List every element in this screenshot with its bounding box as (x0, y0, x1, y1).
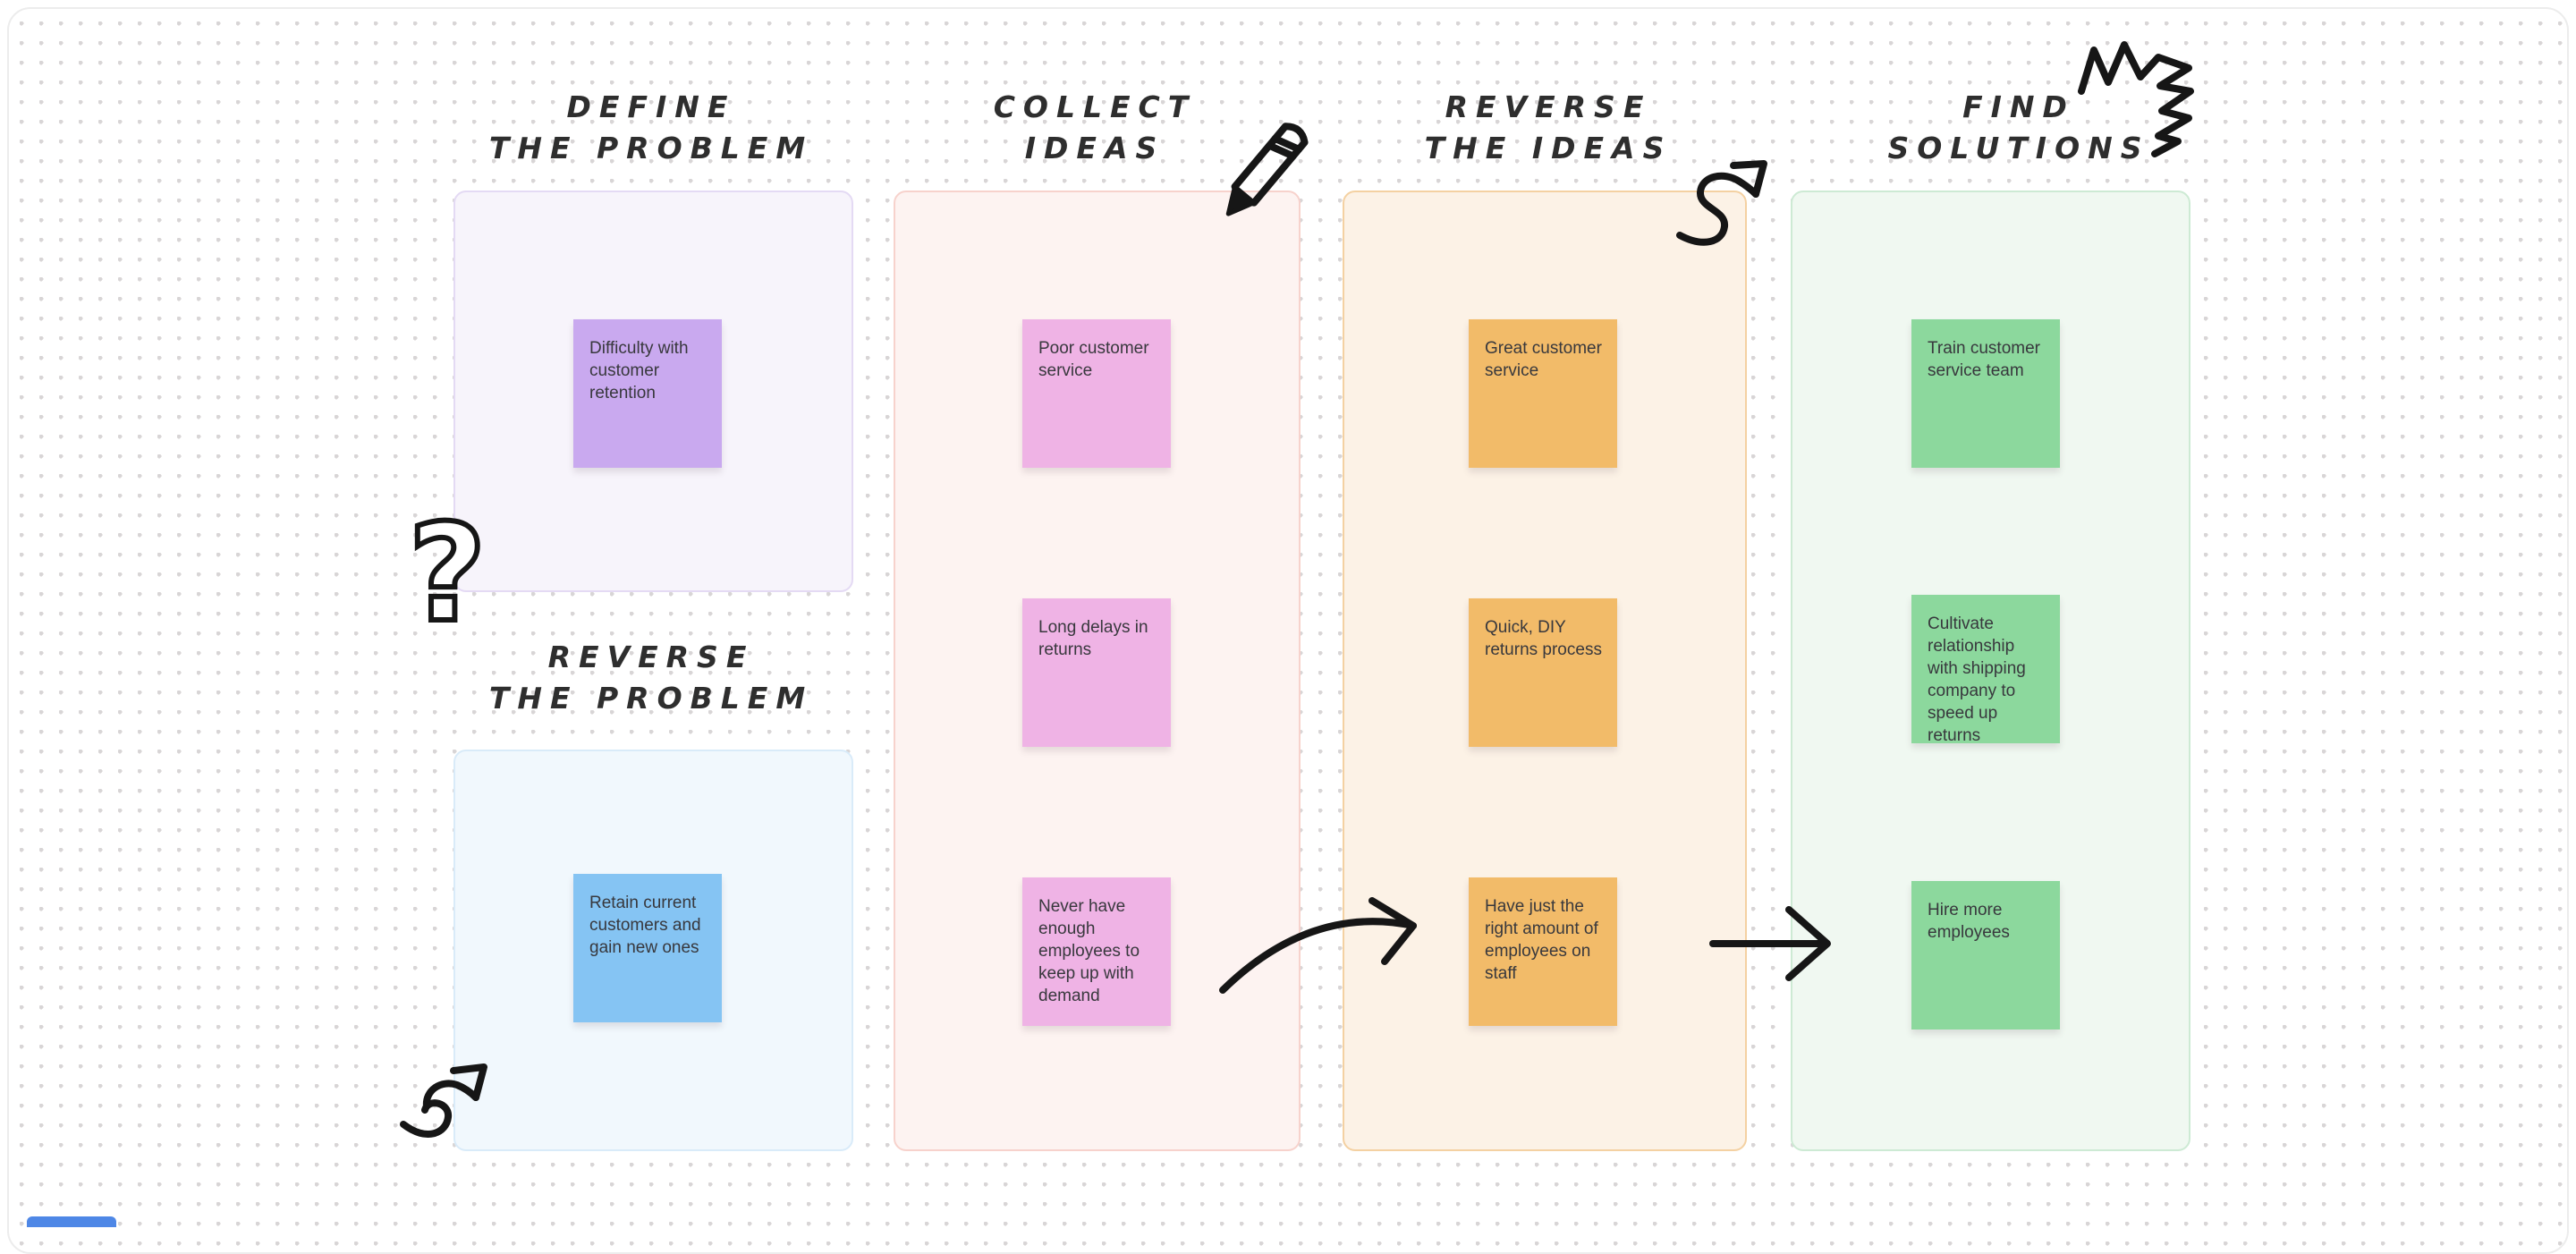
sticky-note-right-amount-staff[interactable]: Have just the right amount of employees … (1469, 877, 1617, 1026)
title-define-the-problem[interactable]: DEFINE THE PROBLEM (488, 89, 814, 165)
sticky-note-great-service[interactable]: Great customer service (1469, 319, 1617, 468)
title-reverse-the-problem[interactable]: REVERSE THE PROBLEM (488, 640, 814, 716)
wavy-arrow-doodle[interactable] (389, 1024, 505, 1140)
title-find-solutions[interactable]: FIND SOLUTIONS (1887, 89, 2150, 165)
sticky-note-cultivate-shipping[interactable]: Cultivate relationship with shipping com… (1911, 595, 2060, 745)
sticky-note-train-team[interactable]: Train customer service team (1911, 319, 2060, 468)
pencil-doodle[interactable] (1203, 112, 1337, 246)
whiteboard-canvas[interactable]: DEFINE THE PROBLEM REVERSE THE PROBLEM C… (7, 7, 2569, 1254)
title-collect-ideas[interactable]: COLLECT IDEAS (993, 89, 1197, 165)
sticky-note-poor-service[interactable]: Poor customer service (1022, 319, 1171, 468)
question-mark-doodle[interactable]: ? (395, 494, 503, 657)
zigzag-burst-doodle[interactable] (2071, 36, 2209, 161)
s-squiggle-arrow-doodle[interactable] (1664, 130, 1780, 255)
straight-arrow-doodle[interactable] (1704, 899, 1843, 997)
sticky-note-long-delays[interactable]: Long delays in returns (1022, 598, 1171, 747)
title-reverse-the-ideas[interactable]: REVERSE THE IDEAS (1424, 89, 1673, 165)
partial-blue-element[interactable] (27, 1216, 116, 1227)
sticky-note-retain-customers[interactable]: Retain current customers and gain new on… (573, 874, 722, 1022)
svg-text:?: ? (408, 496, 486, 652)
curved-arrow-doodle[interactable] (1208, 890, 1440, 1006)
sticky-note-never-enough-employees[interactable]: Never have enough employees to keep up w… (1022, 877, 1171, 1026)
sticky-note-diy-returns[interactable]: Quick, DIY returns process (1469, 598, 1617, 747)
sticky-note-difficulty-retention[interactable]: Difficulty with customer retention (573, 319, 722, 468)
sticky-note-hire-more[interactable]: Hire more employees (1911, 881, 2060, 1029)
